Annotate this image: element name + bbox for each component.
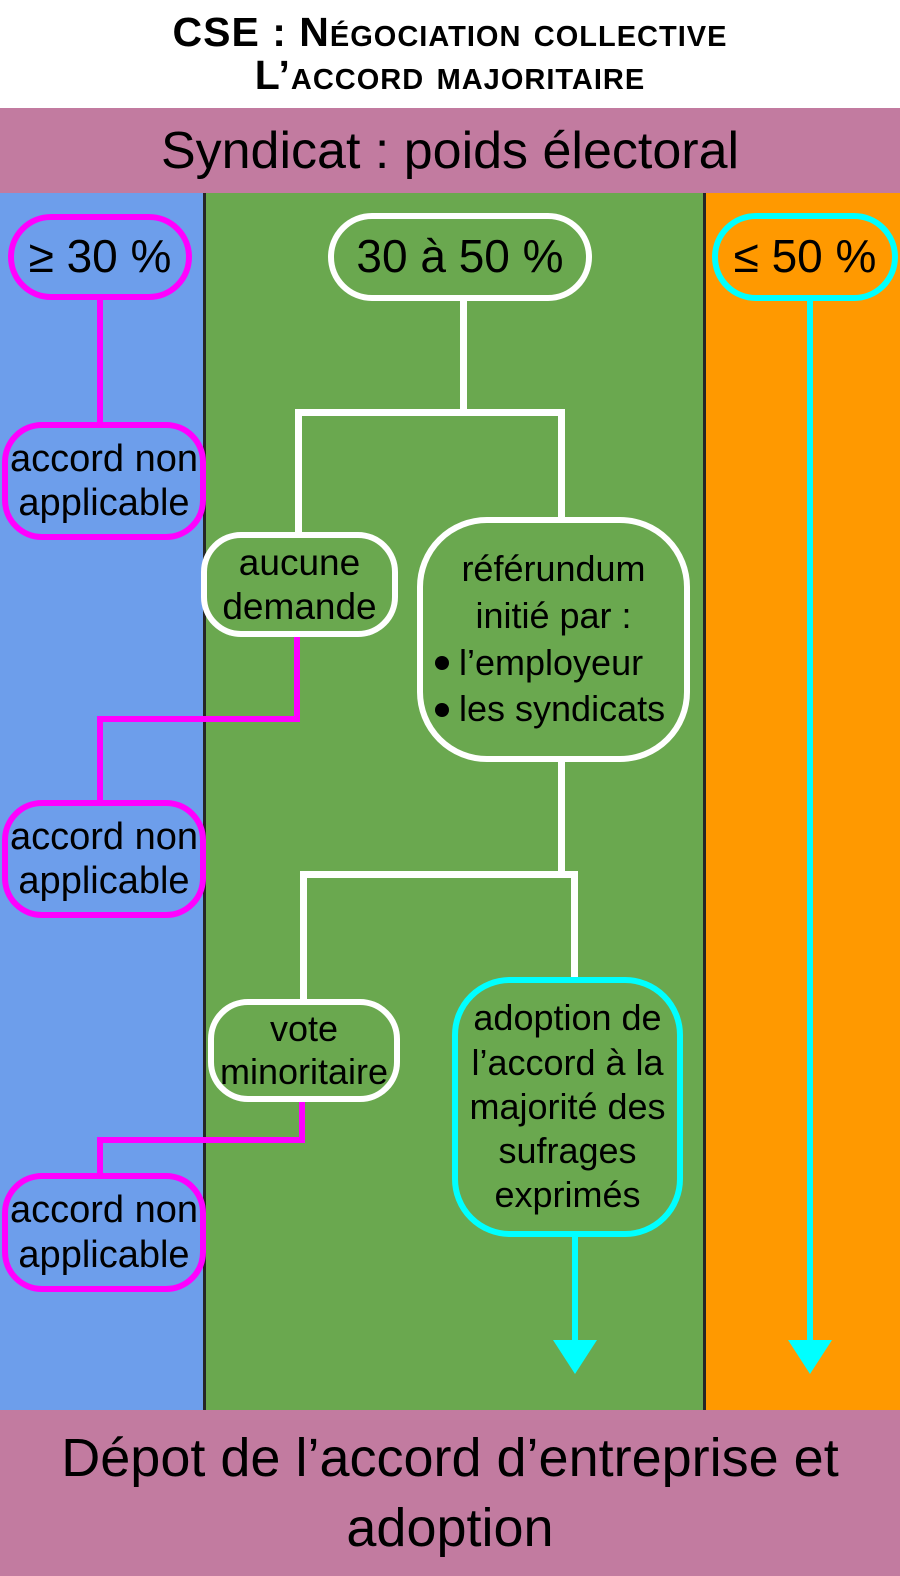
header-band-label: Syndicat : poids électoral [160, 121, 740, 180]
node-accord-non-applicable-3: accord non applicable [2, 1173, 206, 1292]
referendum-bullet-row-1: l’employeur [435, 640, 643, 687]
node-vote-minoritaire: vote minoritaire [208, 999, 400, 1102]
connector-to-referendum [558, 409, 565, 519]
page-title-line2: L’accord majoritaire [254, 52, 646, 98]
column-divider-left [203, 193, 206, 1410]
node-adoption-line4: sufrages [498, 1130, 637, 1172]
node-ana1-line1: accord non [9, 437, 198, 480]
node-threshold-le-50: ≤ 50 % [712, 213, 898, 301]
connector-right-threshold-arrow-line [807, 301, 813, 1342]
node-referendum-line2: initié par : [475, 594, 632, 636]
node-ana3-line1: accord non [9, 1189, 198, 1232]
connector-vote-down [299, 1102, 305, 1143]
referendum-bullet-row-2: les syndicats [435, 686, 665, 733]
connector-to-adoption [571, 871, 578, 979]
node-accord-non-applicable-2: accord non applicable [2, 800, 206, 918]
connector-to-ana2 [97, 716, 103, 800]
column-middle-green [206, 193, 703, 1410]
connector-vote-horizontal [97, 1137, 305, 1143]
node-aucune-demande: aucune demande [201, 532, 398, 637]
connector-adoption-arrow-line [572, 1237, 578, 1342]
footer-band-line2: adoption [346, 1498, 554, 1558]
connector-aucune-down [294, 637, 300, 722]
node-aucune-line2: demande [222, 585, 377, 627]
connector-aucune-horizontal [97, 716, 300, 722]
arrow-down-icon-right [788, 1340, 832, 1374]
node-adoption-line2: l’accord à la [471, 1041, 664, 1083]
connector-mid-threshold-down [460, 298, 467, 416]
connector-to-vote [300, 871, 307, 1001]
node-vote-line1: vote [269, 1008, 339, 1050]
node-ana2-line1: accord non [9, 815, 198, 858]
node-threshold-ge-30-label: ≥ 30 % [28, 230, 172, 283]
connector-split1-horizontal [295, 409, 565, 416]
node-adoption: adoption de l’accord à la majorité des s… [452, 977, 683, 1237]
column-divider-right [703, 193, 706, 1410]
node-referendum-bullet2: les syndicats [459, 688, 666, 730]
footer-band-line1: Dépot de l’accord d’entreprise et [61, 1427, 839, 1488]
node-referendum-bullet1: l’employeur [459, 641, 644, 683]
node-threshold-30-50-label: 30 à 50 % [356, 230, 564, 283]
connector-to-ana3 [97, 1137, 103, 1173]
connector-split2-horizontal [300, 871, 578, 878]
node-ana3-line2: applicable [18, 1233, 190, 1276]
column-right-orange [706, 193, 900, 1410]
node-referendum: référundum initié par : l’employeur les … [417, 517, 690, 762]
bullet-icon [435, 702, 449, 717]
flowchart-columns: ≥ 30 % 30 à 50 % ≤ 50 % accord non appli… [0, 193, 900, 1410]
connector-referendum-down [558, 760, 565, 878]
node-referendum-line1: référundum [461, 547, 646, 589]
node-threshold-le-50-label: ≤ 50 % [733, 230, 877, 283]
node-threshold-ge-30: ≥ 30 % [8, 214, 192, 300]
node-aucune-line1: aucune [238, 542, 361, 584]
page-title-line1: CSE : Négociation collective [172, 8, 728, 55]
connector-to-aucune [295, 409, 302, 533]
footer-band: Dépot de l’accord d’entreprise et adopti… [0, 1410, 900, 1576]
node-threshold-30-50: 30 à 50 % [328, 213, 592, 301]
title-area: CSE : Négociation collective L’accord ma… [0, 0, 900, 108]
node-adoption-line1: adoption de [473, 997, 662, 1039]
node-adoption-line3: majorité des [469, 1085, 666, 1127]
bullet-icon [435, 655, 449, 670]
header-band: Syndicat : poids électoral [0, 108, 900, 193]
node-ana2-line2: applicable [18, 860, 190, 902]
connector-threshold-to-ana1 [97, 300, 103, 425]
node-adoption-line5: exprimés [494, 1174, 641, 1216]
arrow-down-icon-adoption [553, 1340, 597, 1374]
node-ana1-line2: applicable [18, 482, 190, 524]
node-accord-non-applicable-1: accord non applicable [2, 422, 206, 540]
node-vote-line2: minoritaire [219, 1050, 389, 1092]
